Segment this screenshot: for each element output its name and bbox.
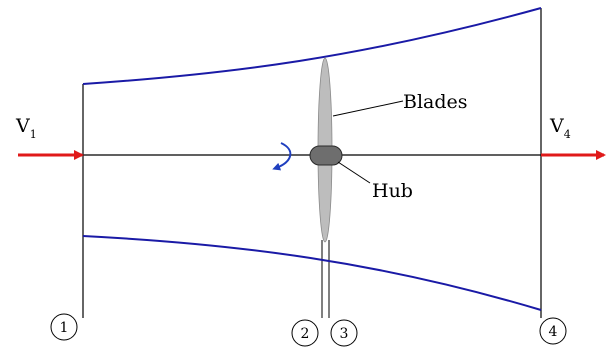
- v1-label: V1: [15, 115, 37, 141]
- v4-label: V4: [549, 115, 571, 141]
- hub-label: Hub: [372, 180, 413, 202]
- station-1-circle: [50, 313, 78, 341]
- blades-label: Blades: [403, 91, 468, 113]
- hub-leader-line: [337, 161, 371, 184]
- hub: [309, 145, 343, 166]
- station-3-circle: [330, 319, 358, 347]
- rotation-arrow: [272, 142, 292, 171]
- station-4-circle: [539, 317, 567, 345]
- streamtube-lower: [82, 235, 542, 311]
- station-3-label: 3: [340, 326, 349, 342]
- blades-leader-line: [332, 100, 404, 117]
- station-2-circle: [291, 319, 319, 347]
- station-1-label: 1: [60, 320, 69, 336]
- streamtube-upper: [82, 7, 542, 85]
- station-4-label: 4: [549, 324, 558, 340]
- station-2-label: 2: [301, 326, 310, 342]
